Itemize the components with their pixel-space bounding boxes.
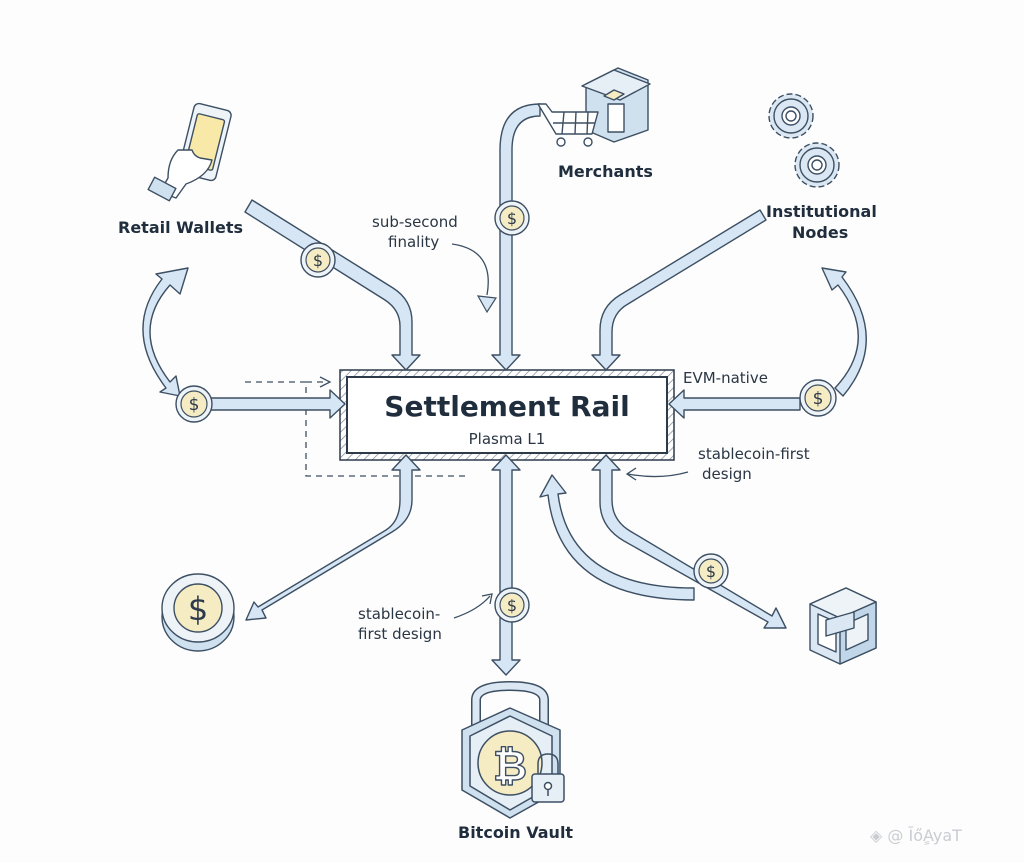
annotation-stablecoin-bottom-line2: first design <box>358 625 442 643</box>
dollar-token-icon: $ <box>799 379 837 417</box>
arrow-right-to-rail <box>668 389 801 419</box>
arrow-left-to-rail <box>209 389 346 419</box>
isometric-block-icon <box>809 587 877 665</box>
dashed-arrowhead <box>319 376 332 388</box>
settlement-rail-box: Settlement Rail Plasma L1 <box>346 376 668 454</box>
bitcoin-vault-padlock-icon: ₿ <box>461 681 565 819</box>
dollar-token-icon: $ <box>175 385 213 423</box>
retail-wallets-label: Retail Wallets <box>118 218 244 237</box>
svg-text:$: $ <box>188 590 208 628</box>
annotation-evm-native: EVM-native <box>683 369 768 387</box>
dollar-token-icon: $ <box>494 587 530 623</box>
arrow-rail-to-module <box>591 454 787 629</box>
arrow-left-cycle <box>142 267 189 397</box>
dashed-feedback-path <box>245 381 466 477</box>
annotation-stablecoin-right-line2: design <box>702 465 752 483</box>
annotation-stablecoin-bottom-line1: stablecoin- <box>358 605 441 623</box>
dollar-coin-icon: $ <box>161 573 235 652</box>
smartphone-hand-icon <box>147 102 232 202</box>
svg-text:$: $ <box>706 562 716 581</box>
watermark: ◈ @ ĪőٍAyaT <box>870 826 962 845</box>
arrow-curve-into-rail <box>539 474 695 601</box>
pointer-stablecoin-bottom-head <box>481 593 493 605</box>
annotation-sub-second: sub-second <box>372 213 458 231</box>
gears-icon <box>768 93 840 188</box>
shopping-cart-storefront-icon <box>537 67 651 147</box>
settlement-rail-title: Settlement Rail <box>384 390 630 423</box>
svg-text:$: $ <box>313 251 323 270</box>
settlement-rail-subtitle: Plasma L1 <box>468 430 546 448</box>
pointer-sub-second-head <box>476 295 498 314</box>
pointer-stablecoin-right <box>627 471 689 478</box>
svg-text:$: $ <box>189 395 200 415</box>
svg-text:$: $ <box>507 596 517 615</box>
diamond-logo-icon: ◈ <box>870 826 883 845</box>
annotation-stablecoin-right-line1: stablecoin-first <box>698 445 810 463</box>
watermark-text: @ ĪőٍAyaT <box>887 826 962 845</box>
pointer-stablecoin-bottom <box>453 595 491 619</box>
svg-text:$: $ <box>813 389 824 409</box>
merchants-label: Merchants <box>558 162 653 181</box>
arrow-merchants-to-rail <box>491 103 541 371</box>
svg-text:$: $ <box>507 209 517 228</box>
dollar-token-icon: $ <box>300 242 336 278</box>
arrow-retail-to-rail <box>244 199 421 371</box>
annotation-finality: finality <box>388 233 440 251</box>
arrow-right-cycle <box>821 267 867 397</box>
pointer-sub-second <box>451 243 489 296</box>
arrow-institutional-to-rail <box>591 209 767 371</box>
dollar-token-icon: $ <box>693 553 729 589</box>
pointer-stablecoin-right-head <box>625 467 637 481</box>
arrow-rail-to-stablecoin <box>245 454 421 621</box>
bitcoin-vault-label: Bitcoin Vault <box>458 823 574 842</box>
dollar-token-icon: $ <box>494 200 530 236</box>
institutional-nodes-label-line2: Nodes <box>792 223 849 242</box>
arrow-rail-to-vault <box>491 454 521 676</box>
institutional-nodes-label-line1: Institutional <box>766 202 877 221</box>
svg-text:₿: ₿ <box>493 741 527 790</box>
